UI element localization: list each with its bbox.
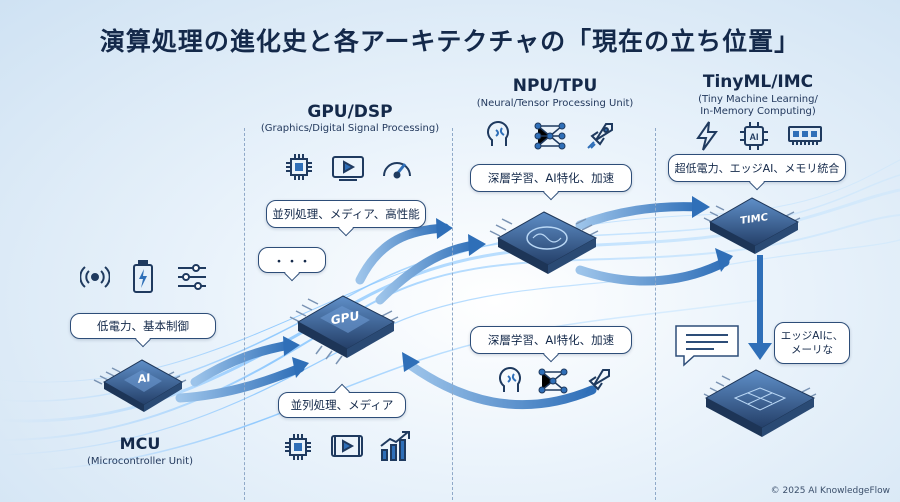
gpu-bubble-bottom: 並列処理、メディア	[278, 392, 406, 418]
mcu-title: MCU	[119, 434, 161, 453]
rocket-icon	[587, 123, 613, 149]
tinyml-title: TinyML/IMC	[702, 72, 814, 92]
npu-bubble-bottom: 深層学習、AI特化、加速	[470, 326, 632, 354]
rocket-icon-bottom	[585, 369, 610, 394]
processor-chip-icon	[286, 154, 312, 180]
arrow-npu-to-timc	[575, 202, 705, 230]
divider-2	[452, 128, 453, 500]
arrow-mcu-to-gpu-2	[175, 363, 305, 403]
brain-icon-bottom	[499, 367, 521, 392]
page-title: 演算処理の進化史と各アーキテクチャの「現在の立ち位置」	[99, 27, 801, 56]
battery-charging-icon	[133, 260, 153, 293]
arrow-gpu-to-npu	[375, 240, 480, 305]
brain-icon	[487, 121, 509, 146]
tinyml-subtitle-2: In-Memory Computing)	[700, 106, 816, 117]
npu-subtitle: (Neural/Tensor Processing Unit)	[476, 98, 634, 109]
arrow-timc-down	[757, 255, 763, 345]
arrow-gpu-up	[355, 223, 450, 285]
tinyml-subtitle-1: (Tiny Machine Learning/	[698, 94, 818, 105]
mcu-bubble: 低電力、基本制御	[70, 313, 216, 339]
gpu-title: GPU/DSP	[307, 102, 393, 122]
video-play-icon-bottom	[331, 435, 363, 457]
flow-arrows	[175, 202, 730, 410]
arrow-heads	[283, 196, 733, 378]
mcu-subtitle: (Microcontroller Unit)	[87, 456, 193, 467]
lightning-icon	[696, 121, 718, 151]
neural-network-icon	[534, 122, 566, 150]
growth-chart-icon	[380, 431, 410, 461]
npu-chip	[489, 211, 599, 274]
timc-chip	[703, 197, 801, 254]
divider-3	[655, 128, 656, 500]
copyright-footer: © 2025 AI KnowledgeFlow	[770, 486, 890, 496]
neural-network-icon-bottom	[538, 368, 568, 394]
tinyml-bubble: 超低電力、エッジAI、メモリ統合	[668, 154, 846, 182]
edge-ai-chip	[703, 369, 817, 437]
gpu-subtitle: (Graphics/Digital Signal Processing)	[260, 123, 440, 134]
npu-title: NPU/TPU	[512, 76, 598, 96]
gpu-chip	[289, 295, 399, 365]
npu-bubble-top: 深層学習、AI特化、加速	[470, 164, 632, 192]
memory-module-icon	[788, 126, 822, 145]
arrow-back-to-gpu	[405, 360, 597, 410]
tinyml-side-bubble: エッジAIに、 メーリな	[774, 322, 850, 364]
divider-1	[244, 128, 245, 500]
light-stream	[0, 159, 900, 471]
processor-chip-icon-bottom	[285, 434, 311, 460]
gpu-bubble-dots: ・・・	[258, 247, 326, 273]
ai-chip-icon: AI	[740, 122, 768, 150]
speedometer-icon	[383, 162, 411, 179]
gpu-bubble-top: 並列処理、メディア、高性能	[266, 200, 426, 228]
wireless-signal-icon	[80, 266, 110, 288]
chat-bubble-icon	[675, 325, 739, 367]
sliders-icon	[178, 264, 206, 290]
svg-text:AI: AI	[750, 132, 759, 142]
mcu-chip	[93, 359, 187, 412]
arrow-npu-to-timc-2	[575, 257, 730, 286]
video-play-icon	[332, 156, 364, 181]
